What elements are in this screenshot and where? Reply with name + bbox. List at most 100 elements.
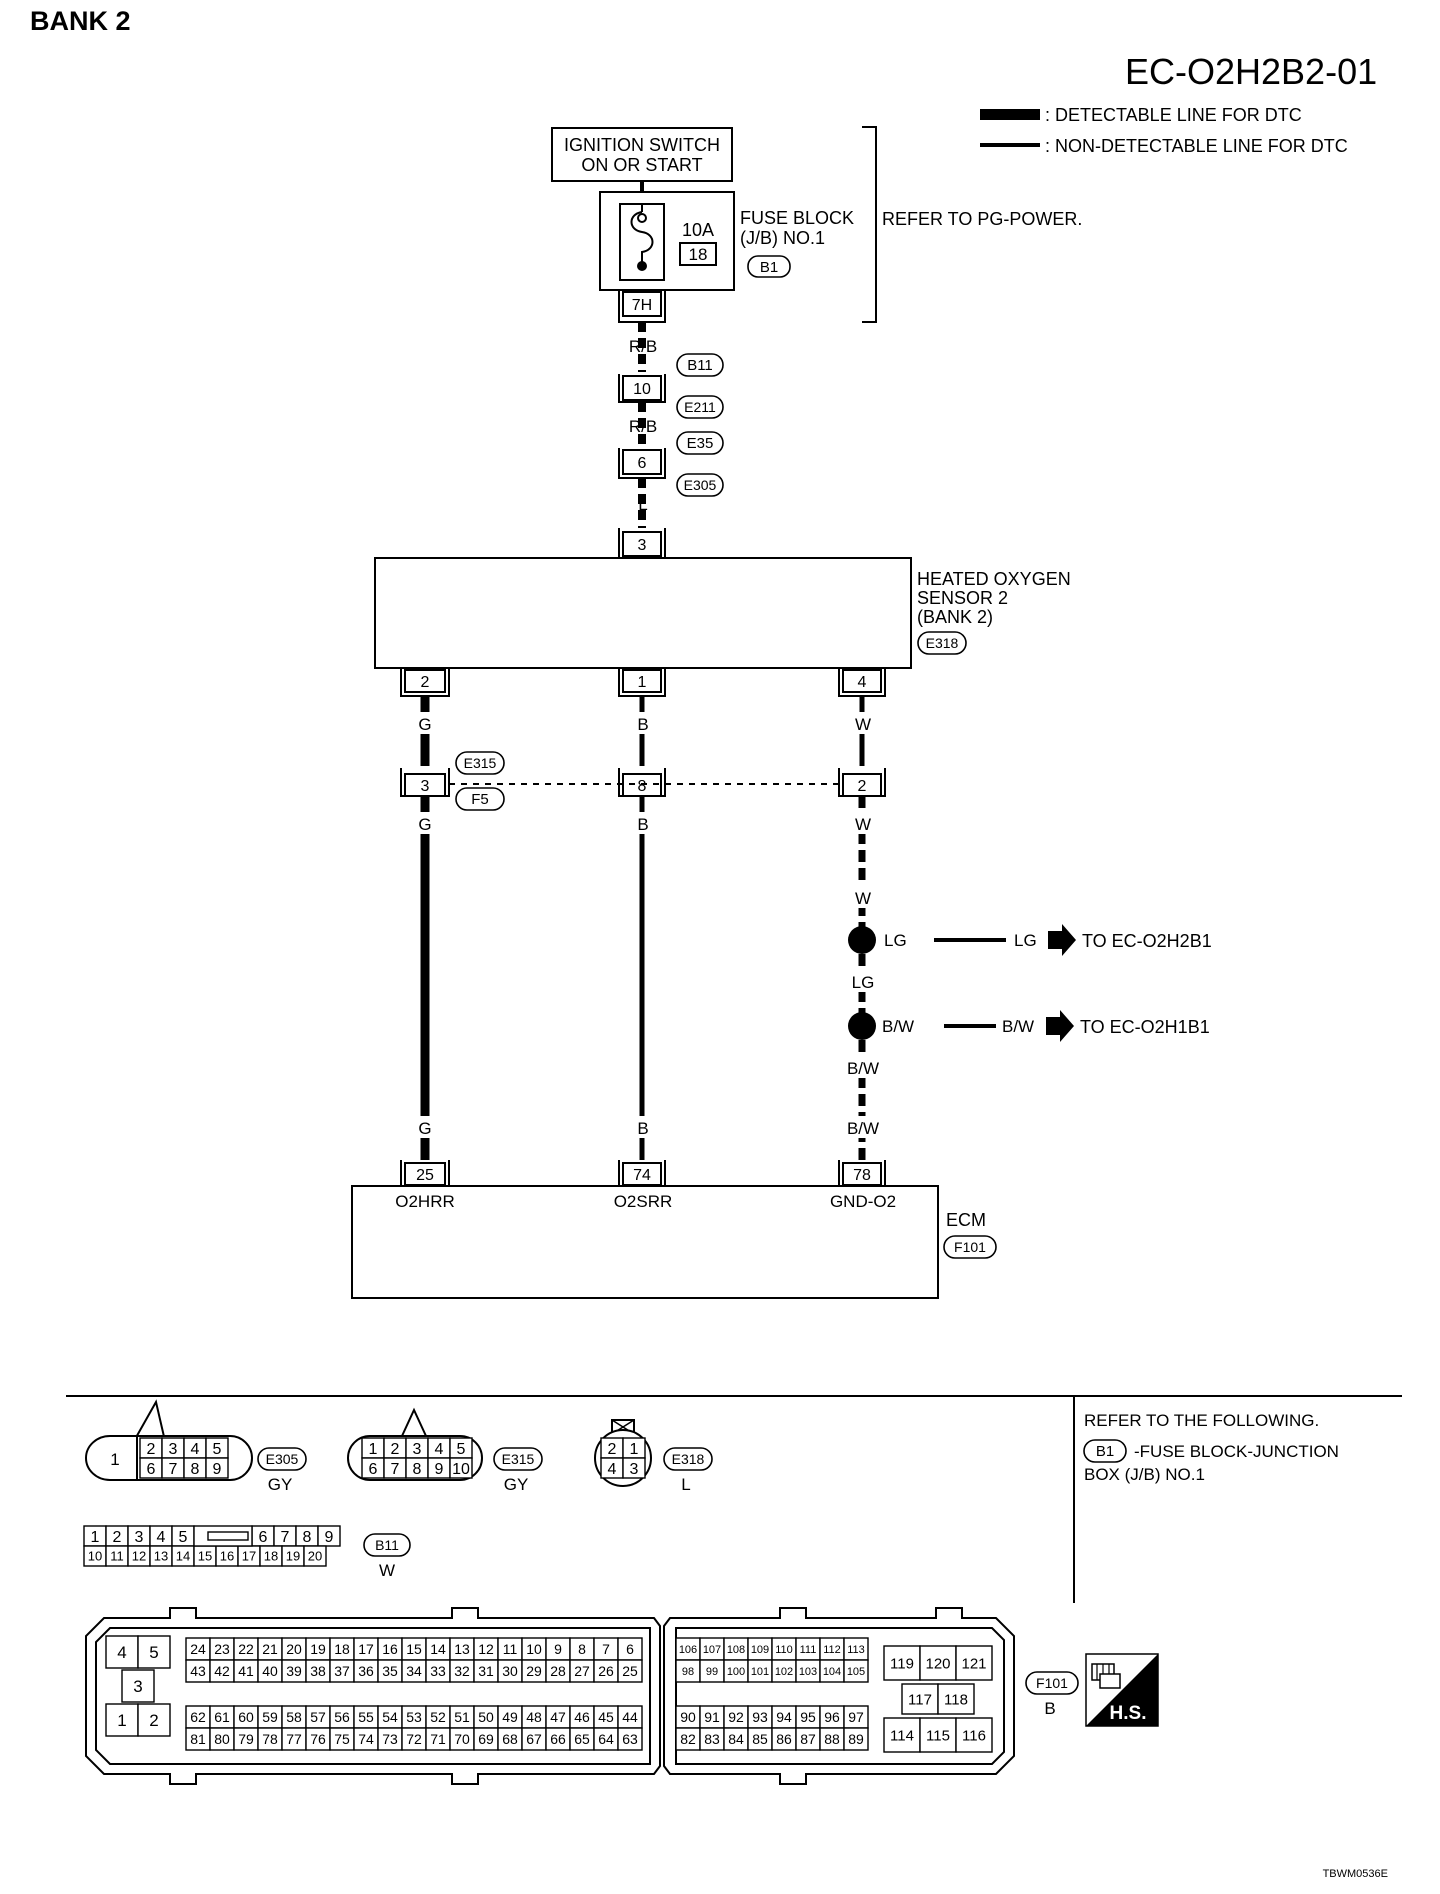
arrow-right-icon [1048, 924, 1076, 956]
e315-pin-label: 5 [457, 1441, 466, 1458]
splice-bw-dot [848, 1012, 876, 1040]
f101-pin-label: 60 [238, 1709, 254, 1725]
e305-pin-label: 4 [191, 1441, 200, 1458]
f101-pin-label: 78 [262, 1731, 278, 1747]
hs-badge-text: H.S. [1110, 1703, 1147, 1724]
wire-b-lower-label: B [637, 815, 648, 834]
f5-connector: F5 [471, 791, 489, 808]
legend-thick-line [980, 109, 1040, 120]
e305-color: GY [268, 1475, 293, 1494]
f101-pin-label: 53 [406, 1709, 422, 1725]
b11-pin-label: 12 [132, 1549, 146, 1564]
e211-pill [676, 395, 724, 419]
f101-pin-label: 108 [727, 1644, 745, 1656]
f101-pin-label: 47 [550, 1709, 566, 1725]
f101-pin-label: 14 [430, 1641, 446, 1657]
f101-pin-label: 80 [214, 1731, 230, 1747]
b11-lock-tab [207, 1531, 249, 1541]
f101-pin-label: 96 [824, 1709, 840, 1725]
f101-power-cavity [121, 1669, 155, 1703]
e318-cavity [622, 1457, 646, 1479]
e318-face-id: E318 [672, 1451, 705, 1467]
f101-pin-label: 54 [382, 1709, 398, 1725]
e315-pin-label: 8 [413, 1461, 422, 1478]
f101-pin-label: 40 [262, 1663, 278, 1679]
f101-pin-label: 72 [406, 1731, 422, 1747]
wire-l-label: L [638, 495, 647, 514]
f101-pin-label: 66 [550, 1731, 566, 1747]
f101-pin-label: 26 [598, 1663, 614, 1679]
diagram-id: EC-O2H2B2-01 [1125, 51, 1377, 92]
e305-pin-label: 5 [213, 1441, 222, 1458]
sensor-pin-2-label: 2 [421, 674, 430, 691]
f101-pin-label: 42 [214, 1663, 230, 1679]
f101-pin-label: 116 [962, 1727, 986, 1744]
sensor-pin-2: 2 [400, 668, 450, 697]
e305-cavity [205, 1457, 229, 1479]
b11-pin-label: 17 [242, 1549, 256, 1564]
f101-pin-label: 43 [190, 1663, 206, 1679]
ignition-switch-line1: IGNITION SWITCH [564, 135, 720, 155]
f101-pin-label: 110 [775, 1644, 793, 1656]
svg-text:1: 1 [110, 1450, 119, 1469]
fuse-number: 18 [689, 245, 708, 264]
legend-thin-line [980, 143, 1040, 147]
e315-pin-label: 7 [391, 1461, 400, 1478]
e315-pin-label: 9 [435, 1461, 444, 1478]
f101-pin-label: 35 [382, 1663, 398, 1679]
e318-connector: E318 [926, 635, 959, 651]
f101-pin-label: 73 [382, 1731, 398, 1747]
e305-pin-label: 7 [169, 1461, 178, 1478]
e315-pin-label: 1 [369, 1441, 378, 1458]
f101-pin-label: 39 [286, 1663, 302, 1679]
f101-pin-label: 85 [752, 1731, 768, 1747]
fuse-top-dot [637, 213, 647, 223]
f101-pin-label: 84 [728, 1731, 744, 1747]
e305-pin-label: 6 [147, 1461, 156, 1478]
f101-pin-label: 113 [847, 1644, 865, 1656]
f101-power-pin-label: 3 [133, 1677, 142, 1696]
f101-pin-label: 111 [800, 1644, 817, 1656]
joint-pin-8: 8 [618, 768, 666, 797]
b11-face-id: B11 [375, 1537, 399, 1553]
refer-pg-power: REFER TO PG-POWER. [882, 209, 1082, 229]
terminal-7h-box [622, 291, 662, 317]
f101-pin-label: 95 [800, 1709, 816, 1725]
wire-w-lower2-label: W [855, 889, 871, 908]
joint-pin-3: 3 [400, 768, 450, 797]
f101-pin-label: 91 [704, 1709, 720, 1725]
splice-lg-below: LG [852, 973, 875, 992]
f101-pin-label: 88 [824, 1731, 840, 1747]
splice-bw-left: B/W [882, 1017, 914, 1036]
f101-pin-label: 27 [574, 1663, 590, 1679]
splice-bw-right: B/W [1002, 1017, 1034, 1036]
wire-b-upper-label: B [637, 715, 648, 734]
f101-pin-label: 117 [908, 1691, 932, 1708]
e318-pin-label: 4 [608, 1461, 617, 1478]
f101-pin-label: 71 [430, 1731, 446, 1747]
e305-pin-label: 8 [191, 1461, 200, 1478]
f101-pin-label: 41 [238, 1663, 254, 1679]
f101-power-cavity [137, 1703, 171, 1737]
splice-lg-right: LG [1014, 931, 1037, 950]
f101-connector: F101 [954, 1239, 986, 1255]
terminal-7h: 7H [632, 297, 652, 314]
wire-rb-mid-label: R/B [629, 417, 657, 436]
terminal-6-box [622, 449, 662, 475]
f101-pin-label: 101 [751, 1666, 769, 1678]
f101-pin-label: 29 [526, 1663, 542, 1679]
f101-pin-label: 89 [848, 1731, 864, 1747]
legend: : DETECTABLE LINE FOR DTC : NON-DETECTAB… [980, 105, 1348, 156]
f101-pin-label: 10 [526, 1641, 542, 1657]
ecm-terminal-o2srr: O2SRR [614, 1192, 673, 1211]
sensor-terminal-3: 3 [638, 537, 647, 554]
e305-pill [676, 473, 724, 497]
f101-cavity [901, 1683, 939, 1715]
f101-pin-label: 28 [550, 1663, 566, 1679]
f101-pin-label: 33 [430, 1663, 446, 1679]
f101-face-id: F101 [1036, 1675, 1068, 1691]
ecm-pin-74: 74 [618, 1160, 666, 1187]
ignition-switch-box [551, 127, 733, 182]
wire-rb-upper-label: R/B [629, 337, 657, 356]
f101-pin-label: 114 [890, 1727, 914, 1744]
